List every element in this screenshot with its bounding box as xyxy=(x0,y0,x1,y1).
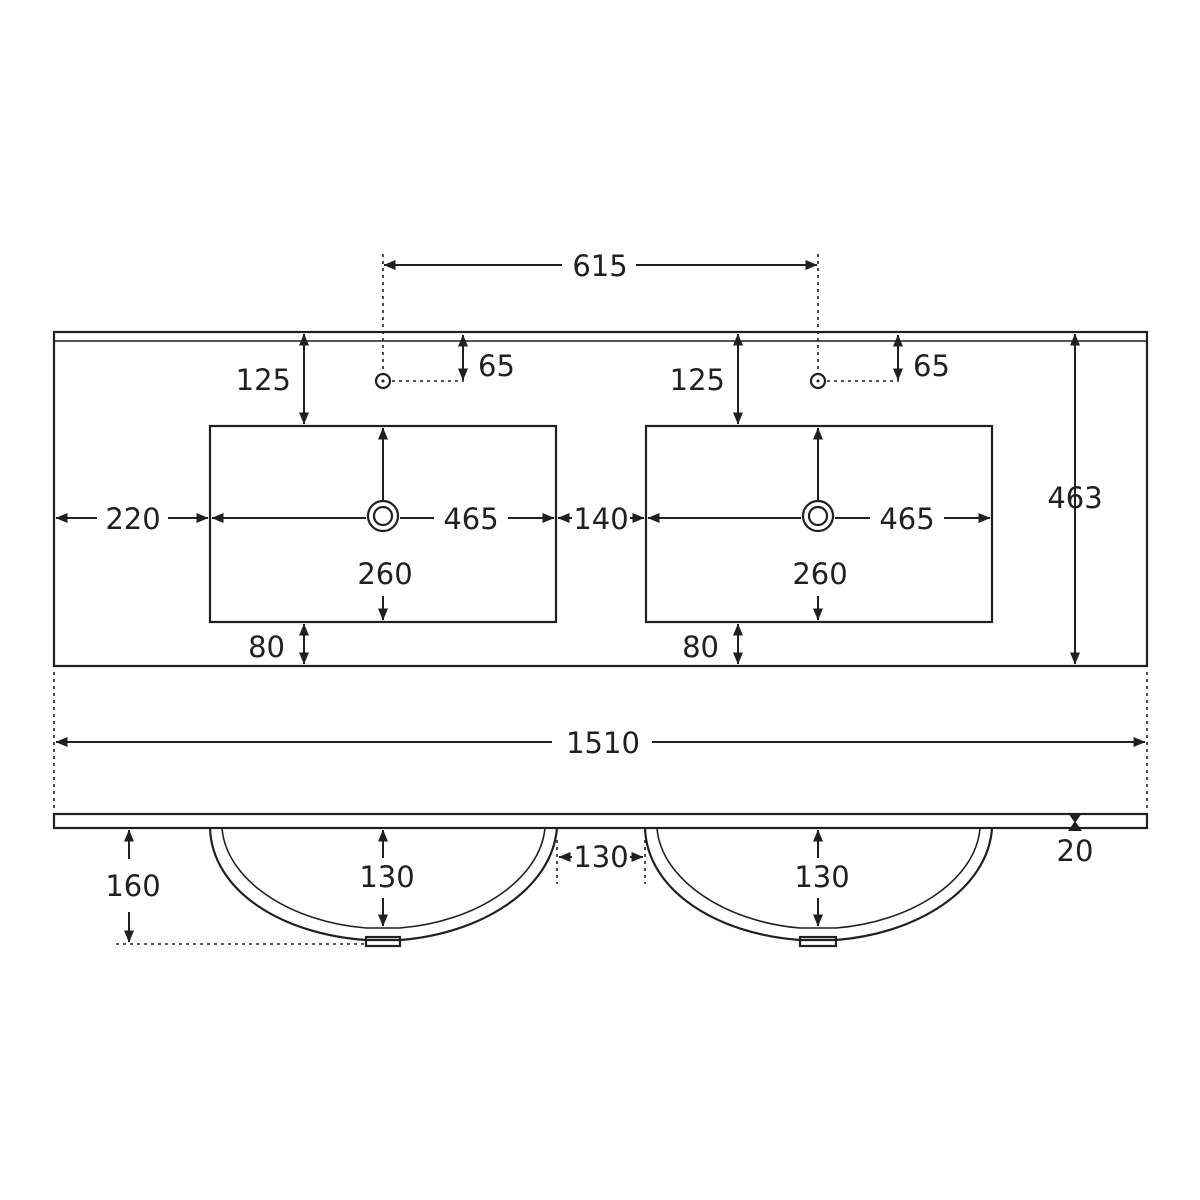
dim-basin-gap: 140 xyxy=(557,502,645,536)
left-bowl-profile xyxy=(208,827,559,948)
dim-overall-width: 1510 xyxy=(53,672,1148,810)
left-tap-hole-center xyxy=(381,379,385,383)
countertop-outline xyxy=(52,330,1149,668)
label-left-basin-depth: 260 xyxy=(357,557,412,591)
dim-right-tap-offset: 65 xyxy=(827,334,950,383)
label-right-top-margin: 125 xyxy=(670,363,725,397)
label-tap-spacing: 615 xyxy=(572,249,627,283)
dim-top-depth: 463 xyxy=(1047,333,1103,665)
label-left-bowl-height: 130 xyxy=(359,860,414,894)
dim-left-top-margin: 125 xyxy=(236,333,309,425)
dim-right-top-margin: 125 xyxy=(670,333,743,425)
label-bowl-gap: 130 xyxy=(573,840,628,874)
label-total-height: 160 xyxy=(105,869,160,903)
label-top-depth: 463 xyxy=(1047,481,1102,515)
dim-right-basin-depth: 260 xyxy=(792,427,848,621)
dim-total-height: 160 xyxy=(105,829,364,945)
dim-left-bottom-margin: 80 xyxy=(248,623,309,665)
label-basin-gap: 140 xyxy=(573,502,628,536)
right-tap-hole-center xyxy=(816,379,820,383)
dim-right-bowl-height: 130 xyxy=(794,829,850,927)
dim-bowl-gap: 130 xyxy=(556,840,646,884)
right-basin-outline xyxy=(644,424,994,624)
dim-left-side-margin: 220 xyxy=(55,502,209,536)
label-slab-thickness: 20 xyxy=(1057,834,1094,868)
dim-slab-thickness: 20 xyxy=(1057,813,1094,868)
left-drain xyxy=(366,499,400,533)
dim-left-tap-offset: 65 xyxy=(392,334,515,383)
label-left-top-margin: 125 xyxy=(236,363,291,397)
dim-left-basin-width: 465 xyxy=(211,502,555,536)
left-tap-hole xyxy=(374,372,392,390)
dim-tap-spacing: 615 xyxy=(382,249,819,372)
right-tap-hole xyxy=(809,372,827,390)
label-left-side-margin: 220 xyxy=(105,502,160,536)
label-right-tap-offset: 65 xyxy=(913,349,950,383)
right-drain xyxy=(801,499,835,533)
label-left-basin-width: 465 xyxy=(443,502,498,536)
right-bowl-profile xyxy=(643,827,994,948)
dim-left-basin-depth: 260 xyxy=(357,427,413,621)
slab-profile xyxy=(52,812,1149,830)
dim-left-bowl-height: 130 xyxy=(359,829,415,927)
label-right-basin-depth: 260 xyxy=(792,557,847,591)
label-left-tap-offset: 65 xyxy=(478,349,515,383)
dim-right-basin-width: 465 xyxy=(647,502,991,536)
label-right-bottom-margin: 80 xyxy=(682,630,719,664)
elevation-view: 130 130 130 20 160 xyxy=(52,812,1149,948)
left-basin-outline xyxy=(208,424,558,624)
plan-view: 615 65 65 125 125 220 xyxy=(52,249,1149,668)
dim-right-bottom-margin: 80 xyxy=(682,623,743,665)
label-overall-width: 1510 xyxy=(566,726,640,760)
label-right-basin-width: 465 xyxy=(879,502,934,536)
label-left-bottom-margin: 80 xyxy=(248,630,285,664)
label-right-bowl-height: 130 xyxy=(794,860,849,894)
